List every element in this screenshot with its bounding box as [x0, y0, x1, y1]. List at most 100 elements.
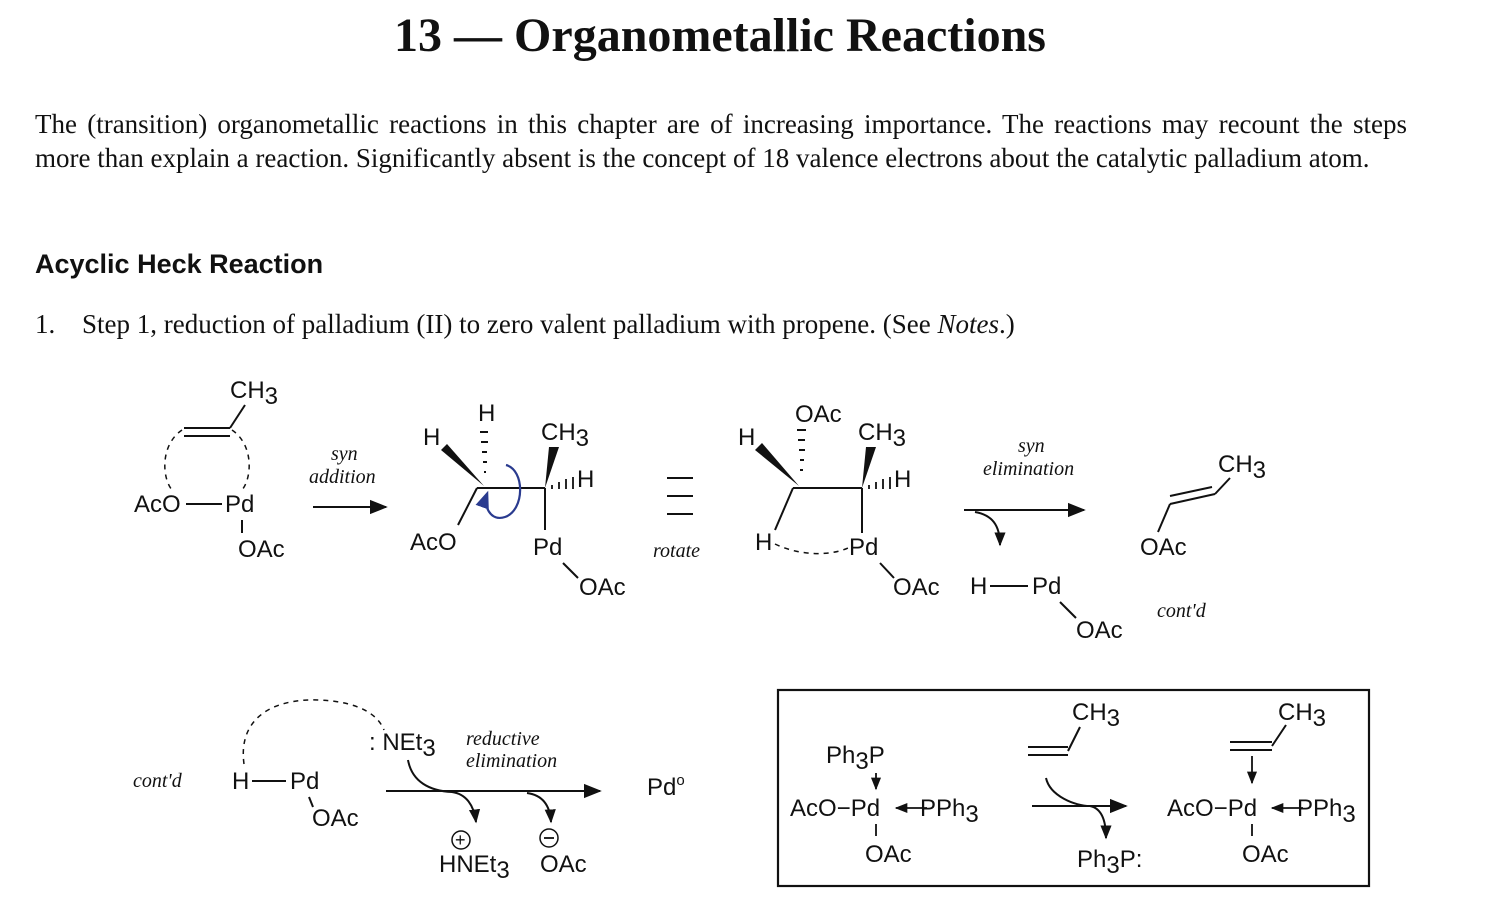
aco-pd-label: AcO−Pd [790, 795, 880, 822]
syn-addition-arrow: syn addition [309, 443, 388, 515]
addition-product: H H AcO CH3 H Pd OAc [410, 400, 626, 601]
hashed-wedge [551, 477, 574, 489]
aco-label: AcO [410, 529, 457, 556]
oac-label: OAc [865, 841, 912, 868]
bond [879, 562, 895, 579]
addition-label: addition [309, 466, 376, 488]
h-label: H [755, 529, 772, 556]
step-1-text: 1.Step 1, reduction of palladium (II) to… [35, 309, 1015, 340]
curved-branch-arrow [1045, 777, 1112, 840]
oac-label: OAc [238, 536, 285, 563]
hnet3-product: + HNEt3 [439, 830, 510, 884]
propene-pd-complex: CH3 AcO Pd OAc [134, 377, 285, 563]
pd-label: Pd [533, 534, 562, 561]
step-text-italic: Notes [937, 309, 999, 339]
pd-label: Pd [225, 491, 254, 518]
hashed-wedge [868, 477, 891, 489]
hpd-oac-product: H Pd OAc [970, 573, 1123, 644]
acetate-product: OAc [539, 828, 587, 878]
h-label: H [232, 768, 249, 795]
ch3-label: CH3 [230, 377, 278, 410]
rotate-equivalence: rotate [653, 477, 700, 562]
oac-label: OAc [1242, 841, 1289, 868]
pd-propene-complex: CH3 AcO−Pd PPh3 OAc [1167, 699, 1356, 868]
bond [308, 796, 314, 808]
syn-label: syn [331, 443, 358, 465]
h-label: H [478, 400, 495, 427]
hashed-wedge [480, 431, 488, 473]
step-number: 1. [35, 309, 56, 339]
hpd-oac-reactant: H Pd OAc [232, 699, 385, 832]
reductive-elimination-arrow: reductive elimination [386, 728, 602, 824]
bond [1169, 493, 1216, 505]
ch3-label: CH3 [1278, 699, 1326, 732]
bond [1059, 601, 1077, 619]
rotated-conformer: OAc H H CH3 H Pd OAc [738, 401, 940, 601]
ph3p-leaving-label: Ph3P: [1077, 846, 1142, 879]
solid-wedge [441, 444, 484, 486]
bond [457, 487, 478, 526]
curved-branch-arrow [974, 511, 1006, 547]
contd-label: cont'd [1157, 600, 1207, 622]
h-label: H [970, 573, 987, 600]
dashed-coordination [231, 429, 250, 491]
intro-paragraph: The (transition) organometallic reaction… [35, 109, 1407, 173]
oac-label: OAc [312, 805, 359, 832]
section-heading: Acyclic Heck Reaction [35, 249, 324, 279]
pd0-product: Pdo [647, 772, 685, 801]
h-label: H [894, 466, 911, 493]
plus-charge-icon [451, 830, 471, 850]
hnet3-label: HNEt3 [439, 851, 510, 884]
allyl-acetate-product: CH3 OAc cont'd [1140, 451, 1266, 622]
minus-charge-icon [539, 828, 559, 848]
solid-wedge [755, 443, 799, 486]
plus-sign: + [455, 830, 466, 850]
hashed-wedge [797, 429, 806, 471]
h-label: H [577, 466, 594, 493]
box-border [776, 688, 1371, 888]
bond [1067, 726, 1081, 752]
pph3-label: PPh3 [920, 795, 979, 828]
elimination-label: elimination [466, 750, 557, 772]
ch3-label: CH3 [1218, 451, 1266, 484]
rotate-label: rotate [653, 540, 700, 562]
aco-pd-label: AcO−Pd [1167, 795, 1257, 822]
ch3-label: CH3 [541, 419, 589, 452]
bond [1271, 724, 1287, 747]
oac-label: OAc [795, 401, 842, 428]
solid-wedge [862, 447, 876, 488]
pd-label: Pd [849, 534, 878, 561]
page-title: 13 — Organometallic Reactions [394, 9, 1046, 62]
dashed-coordination [164, 429, 183, 491]
pph3-label: PPh3 [1297, 795, 1356, 828]
ligand-exchange-box: Ph3P AcO−Pd PPh3 OAc CH3 Ph3P: CH3 AcO−P… [776, 688, 1371, 888]
oac-label: OAc [1076, 617, 1123, 644]
rotation-arrow [475, 463, 522, 519]
step-text-after: .) [999, 309, 1015, 339]
syn-elimination-arrow: syn elimination [964, 435, 1086, 547]
contd-label: cont'd [133, 770, 183, 792]
net3-label: : NEt3 [369, 729, 436, 762]
curved-branch-arrow [407, 759, 481, 824]
ch3-label: CH3 [858, 419, 906, 452]
elimination-label: elimination [983, 458, 1074, 480]
pd-label: Pd [290, 768, 319, 795]
net3-base: : NEt3 [369, 729, 436, 762]
pd0-label: Pdo [647, 772, 685, 801]
dashed-interaction [774, 543, 849, 555]
pd-label: Pd [1032, 573, 1061, 600]
solid-wedge [545, 447, 559, 488]
bond [562, 562, 579, 579]
reductive-label: reductive [466, 728, 540, 750]
pd-ph3p-complex: Ph3P AcO−Pd PPh3 OAc [790, 742, 979, 868]
oac-label: OAc [893, 574, 940, 601]
oac-label: OAc [1140, 534, 1187, 561]
aco-label: AcO [134, 491, 181, 518]
ph3p-label: Ph3P [826, 742, 885, 775]
propene-reagent: CH3 [1028, 699, 1120, 756]
bond [1214, 477, 1231, 495]
double-bond [1169, 486, 1213, 497]
h-label: H [423, 424, 440, 451]
syn-label: syn [1018, 435, 1045, 457]
